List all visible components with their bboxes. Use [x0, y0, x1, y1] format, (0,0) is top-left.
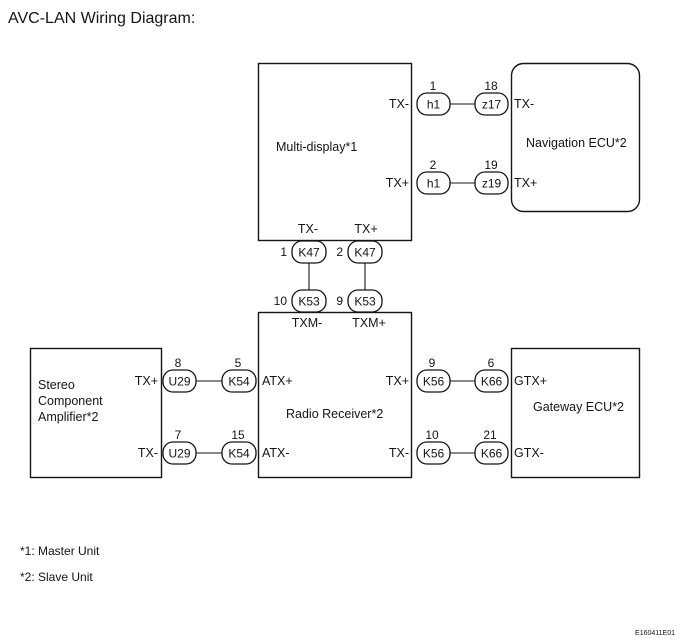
connector-code: K66 [481, 375, 503, 389]
pin-number: 8 [175, 356, 182, 370]
terminal-label: TX+ [386, 176, 409, 190]
connector-pill [291, 289, 327, 313]
pin-number: 10 [274, 294, 288, 308]
drawing-number: E160411E01 [635, 630, 675, 637]
connector-code: h1 [427, 177, 441, 191]
link-md-radio-plus: TX+ 2 K47 9 K53 TXM+ [336, 222, 386, 330]
terminal-label: GTX+ [514, 374, 547, 388]
connector-pill [474, 171, 509, 195]
pin-number: 21 [483, 428, 497, 442]
link-amp-radio-plus: TX+ 8 U29 5 K54 ATX+ [135, 356, 293, 393]
pin-number: 18 [484, 79, 498, 93]
link-radio-gw-minus: TX- 10 K56 21 K66 GTX- [389, 428, 544, 465]
connector-pill [347, 289, 383, 313]
pin-number: 9 [336, 294, 343, 308]
terminal-label: TXM- [292, 316, 323, 330]
pin-number: 1 [280, 245, 287, 259]
connector-pill [416, 92, 451, 116]
connector-pill [221, 441, 257, 465]
navigation-ecu-box [510, 62, 641, 213]
terminal-label: TX+ [386, 374, 409, 388]
radio-receiver-unit: Radio Receiver*2 [257, 311, 413, 479]
terminal-label: TX- [298, 222, 318, 236]
connector-code: K54 [228, 375, 250, 389]
terminal-label: TX- [514, 97, 534, 111]
pin-number: 5 [235, 356, 242, 370]
connector-pill [416, 369, 451, 393]
radio-receiver-label: Radio Receiver*2 [286, 407, 383, 421]
navigation-ecu-label: Navigation ECU*2 [526, 136, 627, 150]
link-md-nav-tx-plus: TX+ 2 h1 19 z19 TX+ [386, 158, 537, 195]
pin-number: 1 [430, 79, 437, 93]
connector-code: h1 [427, 98, 441, 112]
multi-display-unit: Multi-display*1 [257, 62, 413, 242]
connector-code: U29 [168, 447, 190, 461]
link-radio-gw-plus: TX+ 9 K56 6 K66 GTX+ [386, 356, 547, 393]
connector-pill [162, 441, 197, 465]
terminal-label: TX- [138, 446, 158, 460]
connector-code: z17 [482, 98, 502, 112]
connector-pill [347, 240, 383, 264]
connector-code: K47 [354, 246, 376, 260]
pin-number: 7 [175, 428, 182, 442]
terminal-label: TX+ [354, 222, 377, 236]
stereo-amplifier-label-line-1: Stereo [38, 378, 75, 392]
terminal-label: TXM+ [352, 316, 386, 330]
gateway-ecu-unit: Gateway ECU*2 [510, 347, 641, 479]
gateway-ecu-box [510, 347, 641, 479]
connector-code: U29 [168, 375, 190, 389]
terminal-label: TX- [389, 446, 409, 460]
link-amp-radio-minus: TX- 7 U29 15 K54 ATX- [138, 428, 290, 465]
connector-pill [291, 240, 327, 264]
connector-pill [474, 441, 509, 465]
diagram-title: AVC-LAN Wiring Diagram: [8, 10, 195, 27]
pin-number: 10 [425, 428, 439, 442]
connector-code: K47 [298, 246, 320, 260]
connector-pill [416, 441, 451, 465]
link-md-nav-tx-minus: TX- 1 h1 18 z17 TX- [389, 79, 534, 116]
terminal-label: ATX+ [262, 374, 293, 388]
connector-code: K54 [228, 447, 250, 461]
stereo-amplifier-unit: Stereo Component Amplifier*2 [29, 347, 163, 479]
connector-code: K56 [423, 375, 445, 389]
terminal-label: TX- [389, 97, 409, 111]
gateway-ecu-label: Gateway ECU*2 [533, 400, 624, 414]
pin-number: 2 [336, 245, 343, 259]
connector-pill [474, 92, 509, 116]
connector-code: K56 [423, 447, 445, 461]
connector-pill [474, 369, 509, 393]
connector-code: z19 [482, 177, 502, 191]
navigation-ecu-unit: Navigation ECU*2 [510, 62, 641, 213]
link-md-radio-minus: TX- 1 K47 10 K53 TXM- [274, 222, 327, 330]
terminal-label: TX+ [135, 374, 158, 388]
multi-display-label: Multi-display*1 [276, 140, 357, 154]
pin-number: 15 [231, 428, 245, 442]
connector-code: K53 [354, 295, 376, 309]
stereo-amplifier-label-line-2: Component [38, 394, 103, 408]
stereo-amplifier-box [29, 347, 163, 479]
pin-number: 2 [430, 158, 437, 172]
terminal-label: ATX- [262, 446, 290, 460]
multi-display-box [257, 62, 413, 242]
connector-code: K66 [481, 447, 503, 461]
connector-pill [162, 369, 197, 393]
connector-pill [221, 369, 257, 393]
pin-number: 19 [484, 158, 498, 172]
terminal-label: GTX- [514, 446, 544, 460]
connector-code: K53 [298, 295, 320, 309]
connector-pill [416, 171, 451, 195]
stereo-amplifier-label-line-3: Amplifier*2 [38, 410, 98, 424]
terminal-label: TX+ [514, 176, 537, 190]
pin-number: 9 [429, 356, 436, 370]
radio-receiver-box [257, 311, 413, 479]
footnote-master-unit: *1: Master Unit [20, 544, 100, 558]
footnote-slave-unit: *2: Slave Unit [20, 570, 93, 584]
pin-number: 6 [488, 356, 495, 370]
